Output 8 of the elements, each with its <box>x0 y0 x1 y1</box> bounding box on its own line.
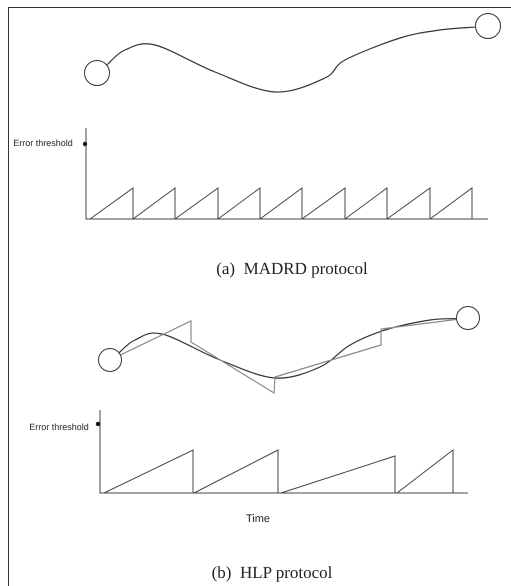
trajectory-curve <box>118 318 456 379</box>
figure-caption: (a) MADRD protocol <box>215 258 369 280</box>
trajectory-curve <box>106 26 476 93</box>
figure-caption: (b) HLP protocol <box>210 562 334 584</box>
axis-label: Error threshold <box>12 138 74 149</box>
axis-label: Error threshold <box>28 422 90 433</box>
axis-label: Time <box>244 512 272 527</box>
approximation-line <box>120 318 456 394</box>
